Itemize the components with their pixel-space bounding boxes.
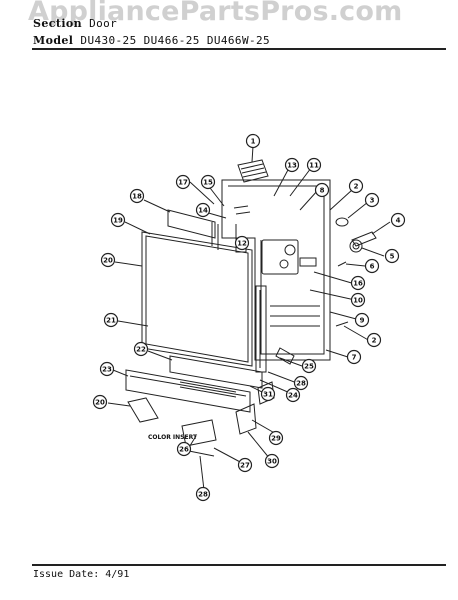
callout-22: 22 bbox=[133, 341, 149, 357]
svg-text:18: 18 bbox=[132, 193, 142, 201]
svg-text:11: 11 bbox=[309, 162, 319, 170]
svg-text:16: 16 bbox=[353, 280, 363, 288]
callout-20: 20 bbox=[100, 252, 116, 268]
svg-text:5: 5 bbox=[390, 253, 395, 261]
svg-text:13: 13 bbox=[287, 162, 297, 170]
svg-text:19: 19 bbox=[113, 217, 123, 225]
callout-17: 17 bbox=[175, 174, 191, 190]
svg-text:25: 25 bbox=[304, 363, 314, 371]
callout-7: 7 bbox=[346, 349, 362, 365]
callout-2: 2 bbox=[348, 178, 364, 194]
issue-date: Issue Date: 4/91 bbox=[33, 569, 129, 580]
callout-10: 10 bbox=[350, 292, 366, 308]
callout-20-insert: 20 bbox=[92, 394, 108, 410]
callout-23: 23 bbox=[99, 361, 115, 377]
callout-2-lower: 2 bbox=[366, 332, 382, 348]
outer-door-panel bbox=[141, 231, 253, 367]
control-panel bbox=[125, 369, 251, 413]
svg-text:3: 3 bbox=[370, 197, 375, 205]
callout-1: 1 bbox=[245, 133, 261, 149]
callout-21: 21 bbox=[103, 312, 119, 328]
callout-31: 31 bbox=[260, 386, 276, 402]
issue-value: 4/91 bbox=[105, 569, 130, 580]
svg-text:28: 28 bbox=[296, 380, 306, 388]
svg-text:31: 31 bbox=[263, 391, 273, 399]
color-insert-label: COLOR INSERT bbox=[148, 434, 198, 441]
section-label: Section bbox=[33, 17, 83, 30]
model-line: Model DU430-25 DU466-25 DU466W-25 bbox=[33, 34, 270, 47]
callout-24: 24 bbox=[285, 387, 301, 403]
part-4 bbox=[351, 231, 377, 247]
dispenser bbox=[261, 239, 299, 275]
model-list: DU430-25 DU466-25 DU466W-25 bbox=[80, 34, 271, 47]
callout-28-handle: 28 bbox=[195, 486, 211, 502]
svg-text:15: 15 bbox=[203, 179, 213, 187]
door-liner-top bbox=[167, 209, 216, 239]
svg-text:20: 20 bbox=[103, 257, 113, 265]
footer-rule bbox=[32, 564, 446, 566]
svg-text:12: 12 bbox=[237, 240, 247, 248]
svg-text:20: 20 bbox=[95, 399, 105, 407]
svg-text:2: 2 bbox=[372, 337, 377, 345]
callout-8: 8 bbox=[314, 182, 330, 198]
issue-label: Issue Date: bbox=[33, 569, 100, 580]
svg-text:9: 9 bbox=[360, 317, 365, 325]
svg-text:29: 29 bbox=[271, 435, 281, 443]
callout-6: 6 bbox=[364, 258, 380, 274]
svg-text:30: 30 bbox=[267, 458, 277, 466]
side-strip bbox=[255, 285, 267, 373]
callout-4: 4 bbox=[390, 212, 406, 228]
svg-text:2: 2 bbox=[354, 183, 359, 191]
callout-5: 5 bbox=[384, 248, 400, 264]
callout-19: 19 bbox=[110, 212, 126, 228]
svg-text:4: 4 bbox=[396, 217, 401, 225]
svg-text:21: 21 bbox=[106, 317, 116, 325]
handle-piece bbox=[181, 419, 217, 447]
callout-18: 18 bbox=[129, 188, 145, 204]
callout-3: 3 bbox=[364, 192, 380, 208]
inner-door-panel bbox=[221, 179, 331, 361]
callout-11: 11 bbox=[306, 157, 322, 173]
part-callouts: 1234567891011121314151617181920212223242… bbox=[92, 133, 406, 502]
knob-5 bbox=[349, 239, 363, 253]
callout-26: 26 bbox=[176, 441, 192, 457]
svg-text:22: 22 bbox=[136, 346, 146, 354]
part-3 bbox=[335, 217, 349, 227]
color-insert-strip bbox=[127, 397, 159, 423]
top-vent bbox=[237, 159, 269, 183]
svg-text:28: 28 bbox=[198, 491, 208, 499]
svg-text:24: 24 bbox=[288, 392, 298, 400]
callout-29: 29 bbox=[268, 430, 284, 446]
svg-text:1: 1 bbox=[251, 138, 256, 146]
svg-text:8: 8 bbox=[320, 187, 325, 195]
callout-25: 25 bbox=[301, 358, 317, 374]
model-label: Model bbox=[33, 34, 74, 47]
svg-text:6: 6 bbox=[370, 263, 375, 271]
section-line: Section Door bbox=[33, 17, 117, 30]
svg-text:23: 23 bbox=[102, 366, 112, 374]
svg-text:7: 7 bbox=[352, 354, 357, 362]
callout-27: 27 bbox=[237, 457, 253, 473]
callout-9: 9 bbox=[354, 312, 370, 328]
callout-12: 12 bbox=[234, 235, 250, 251]
svg-text:14: 14 bbox=[198, 207, 208, 215]
callout-30: 30 bbox=[264, 453, 280, 469]
trim-channel bbox=[169, 355, 263, 389]
watermark: AppliancePartsPros.com bbox=[28, 0, 403, 27]
svg-text:10: 10 bbox=[353, 297, 363, 305]
callout-14: 14 bbox=[195, 202, 211, 218]
end-cap bbox=[235, 403, 257, 435]
svg-text:26: 26 bbox=[179, 446, 189, 454]
callout-15: 15 bbox=[200, 174, 216, 190]
callout-13: 13 bbox=[284, 157, 300, 173]
svg-text:17: 17 bbox=[178, 179, 188, 187]
callout-28: 28 bbox=[293, 375, 309, 391]
header-rule bbox=[32, 48, 446, 50]
callout-16: 16 bbox=[350, 275, 366, 291]
svg-text:27: 27 bbox=[240, 462, 250, 470]
section-value: Door bbox=[89, 17, 118, 30]
